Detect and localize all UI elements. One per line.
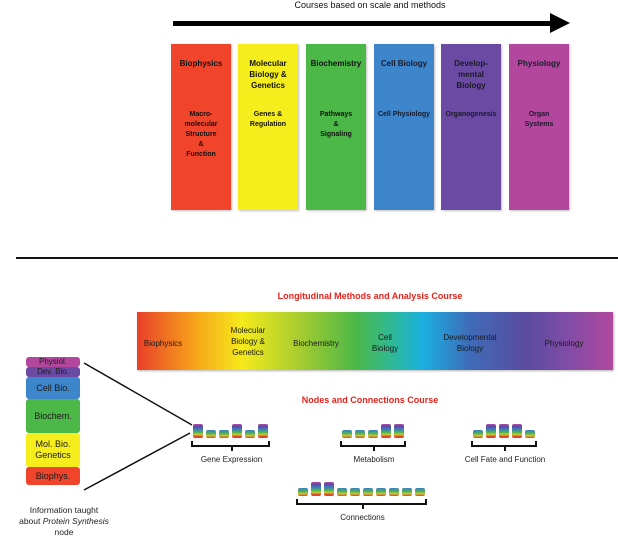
course-title: Physiology bbox=[517, 59, 561, 68]
bracket-tick bbox=[373, 447, 375, 451]
connector-line-bottom bbox=[83, 432, 191, 491]
group-bracket bbox=[471, 441, 537, 447]
scale-arrow-shaft bbox=[173, 21, 553, 26]
node-block bbox=[219, 430, 229, 438]
node-block bbox=[342, 430, 352, 438]
connector-line-top bbox=[83, 362, 193, 426]
longitudinal-course-title: Longitudinal Methods and Analysis Course bbox=[277, 291, 463, 301]
scale-methods-title: Courses based on scale and methods bbox=[294, 0, 446, 10]
nodes-course-title: Nodes and Connections Course bbox=[301, 395, 439, 405]
course-title: Molecular Biology & Genetics bbox=[249, 59, 287, 90]
group-label: Metabolism bbox=[353, 455, 395, 464]
node-block bbox=[245, 430, 255, 438]
node-block bbox=[381, 424, 391, 438]
node-block bbox=[298, 488, 308, 496]
caption-line2-prefix: about bbox=[19, 516, 43, 526]
course-subtitle: Pathways&Signaling bbox=[319, 111, 353, 138]
longitudinal-label-5: Physiology bbox=[544, 339, 584, 348]
node-block bbox=[232, 424, 242, 438]
node-block bbox=[473, 430, 483, 438]
node-block bbox=[355, 430, 365, 438]
node-block bbox=[368, 430, 378, 438]
group-label: Gene Expression bbox=[200, 455, 263, 464]
node-block bbox=[311, 482, 321, 496]
node-block bbox=[486, 424, 496, 438]
caption-line3: node bbox=[54, 527, 74, 537]
bracket-tick bbox=[504, 447, 506, 451]
arrow-right-icon bbox=[550, 13, 570, 33]
node-block bbox=[394, 424, 404, 438]
node-block bbox=[376, 488, 386, 496]
section-divider bbox=[16, 257, 618, 259]
stack-layer-2: Cell Bio. bbox=[26, 377, 80, 399]
node-block bbox=[193, 424, 203, 438]
stack-layer-5: Biophys. bbox=[26, 467, 80, 485]
node-block bbox=[402, 488, 412, 496]
stack-layer-3: Biochem. bbox=[26, 399, 80, 433]
node-block bbox=[206, 430, 216, 438]
longitudinal-label-2: Biochemistry bbox=[293, 339, 339, 348]
stack-caption: Information taught about Protein Synthes… bbox=[4, 505, 124, 538]
bracket-tick bbox=[230, 447, 233, 451]
bracket-tick bbox=[361, 505, 364, 509]
node-block bbox=[324, 482, 334, 496]
node-block bbox=[415, 488, 425, 496]
stack-layer-1: Dev. Bio. bbox=[26, 367, 80, 377]
caption-line1: Information taught bbox=[29, 505, 99, 515]
node-block bbox=[337, 488, 347, 496]
group-label: Connections bbox=[340, 513, 385, 522]
course-title: Biophysics bbox=[179, 59, 223, 68]
course-subtitle: Genes &Regulation bbox=[249, 111, 287, 128]
course-subtitle: Organogenesis bbox=[445, 111, 497, 118]
caption-emphasis: Protein Synthesis bbox=[42, 516, 109, 526]
node-block bbox=[525, 430, 535, 438]
node-block bbox=[389, 488, 399, 496]
node-block bbox=[258, 424, 268, 438]
course-title: Biochemistry bbox=[310, 59, 362, 68]
node-block bbox=[499, 424, 509, 438]
group-bracket bbox=[340, 441, 406, 447]
group-bracket bbox=[296, 499, 427, 505]
stack-layer-0: Physiol. bbox=[26, 357, 80, 367]
group-bracket bbox=[191, 441, 270, 447]
longitudinal-label-0: Biophysics bbox=[143, 339, 183, 348]
node-block bbox=[363, 488, 373, 496]
node-block bbox=[350, 488, 360, 496]
course-title: Cell Biology bbox=[380, 59, 428, 68]
node-block bbox=[512, 424, 522, 438]
course-subtitle: Cell Physiology bbox=[377, 111, 431, 118]
group-label: Cell Fate and Function bbox=[464, 455, 546, 464]
stack-layer-4: Mol. Bio.Genetics bbox=[26, 433, 80, 467]
